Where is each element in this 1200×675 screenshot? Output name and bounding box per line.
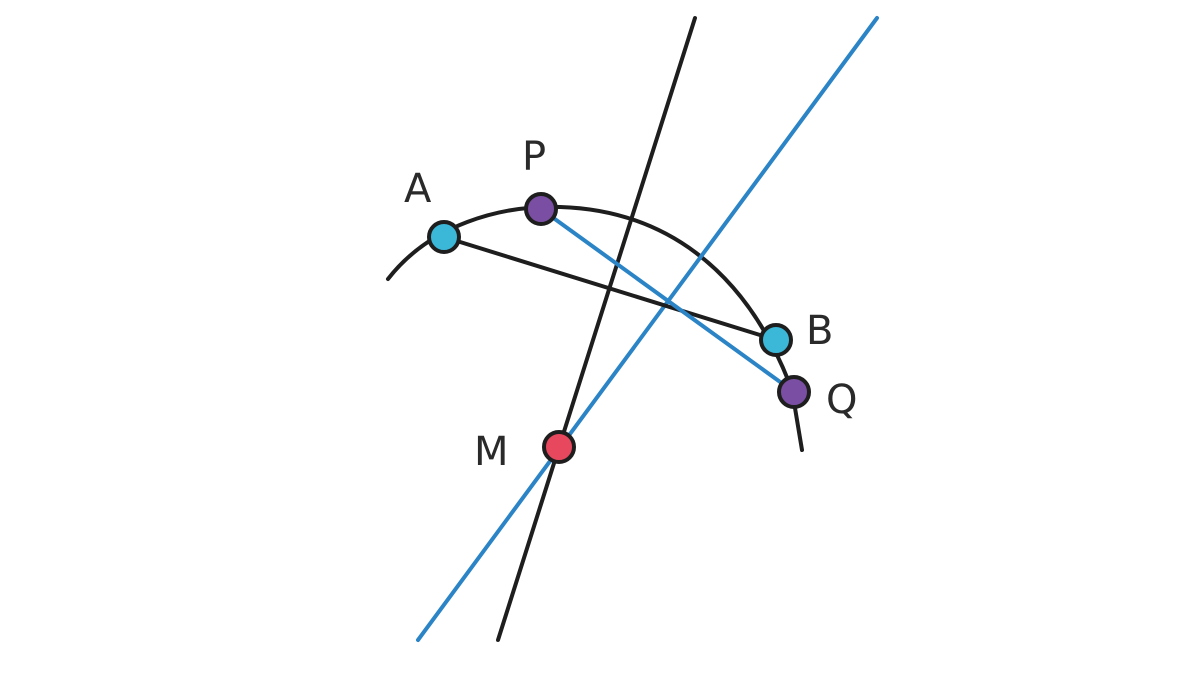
- label-q: Q: [826, 377, 857, 423]
- point-a: [427, 220, 461, 254]
- bisector-line-pq: [416, 16, 879, 642]
- label-p: P: [522, 134, 546, 180]
- point-q: [777, 375, 811, 409]
- chord-ab: [442, 235, 778, 342]
- label-m: M: [474, 429, 509, 475]
- label-b: B: [806, 308, 833, 354]
- label-a: A: [404, 166, 432, 212]
- point-m: [542, 430, 576, 464]
- point-p: [524, 192, 558, 226]
- bisector-line-ab: [496, 16, 697, 642]
- point-b: [759, 323, 793, 357]
- chord-pq: [539, 207, 796, 394]
